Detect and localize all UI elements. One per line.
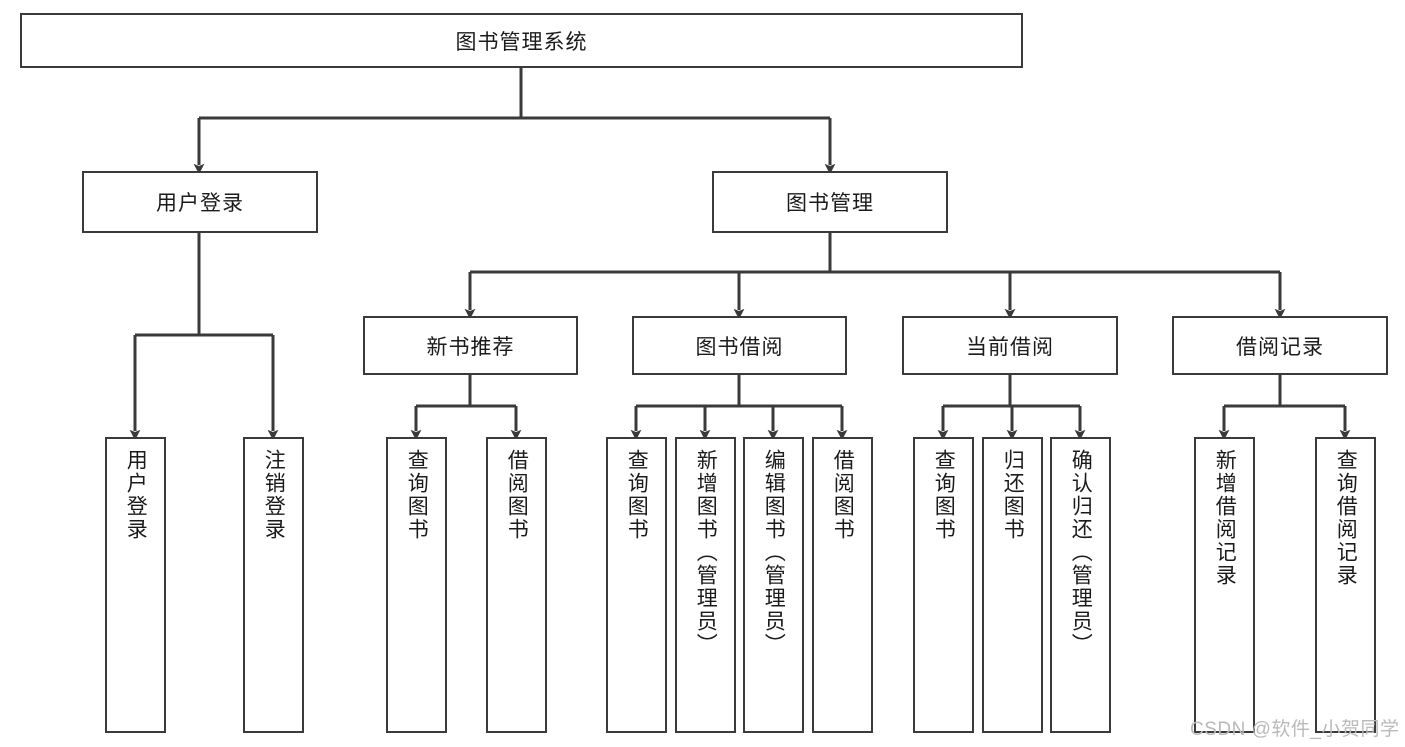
node-book-manage[interactable]: 图书管理 [712, 171, 948, 233]
node-new-book-recommend-label: 新书推荐 [426, 335, 515, 359]
node-borrow-record[interactable]: 借阅记录 [1172, 316, 1388, 375]
node-leaf-add-book-label: 新增图书（管理员） [694, 449, 718, 656]
node-leaf-return-book[interactable]: 归还图书 [982, 437, 1043, 733]
node-leaf-query-borrow-record-label: 查询借阅记录 [1334, 449, 1358, 587]
node-leaf-borrow-book-recommend-label: 借阅图书 [505, 449, 529, 541]
node-root[interactable]: 图书管理系统 [20, 13, 1023, 68]
node-leaf-query-book-borrow-label: 查询图书 [625, 449, 649, 541]
node-leaf-return-book-label: 归还图书 [1001, 449, 1025, 541]
node-leaf-borrow-book[interactable]: 借阅图书 [812, 437, 873, 733]
node-leaf-borrow-book-recommend[interactable]: 借阅图书 [486, 437, 547, 733]
node-leaf-query-book-recommend[interactable]: 查询图书 [386, 437, 447, 733]
node-book-borrow[interactable]: 图书借阅 [632, 316, 847, 375]
node-leaf-logout-label: 注销登录 [262, 449, 286, 541]
node-leaf-query-borrow-record[interactable]: 查询借阅记录 [1315, 437, 1376, 733]
node-leaf-add-borrow-record-label: 新增借阅记录 [1213, 449, 1237, 587]
node-leaf-confirm-return-label: 确认归还（管理员） [1069, 449, 1093, 656]
node-leaf-query-book-recommend-label: 查询图书 [405, 449, 429, 541]
node-leaf-query-book-current-label: 查询图书 [932, 449, 956, 541]
node-borrow-record-label: 借阅记录 [1236, 335, 1324, 359]
csdn-watermark: CSDN @软件_小贺同学 [1190, 719, 1400, 740]
node-leaf-edit-book-label: 编辑图书（管理员） [762, 449, 786, 656]
node-leaf-borrow-book-label: 借阅图书 [831, 449, 855, 541]
node-current-borrow-label: 当前借阅 [966, 335, 1054, 359]
node-root-label: 图书管理系统 [455, 30, 588, 54]
node-book-manage-label: 图书管理 [786, 192, 874, 215]
node-leaf-add-borrow-record[interactable]: 新增借阅记录 [1194, 437, 1255, 733]
node-book-borrow-label: 图书借阅 [695, 335, 784, 359]
node-leaf-user-login[interactable]: 用户登录 [105, 437, 166, 733]
node-leaf-user-login-label: 用户登录 [124, 449, 148, 541]
node-leaf-query-book-borrow[interactable]: 查询图书 [606, 437, 667, 733]
node-leaf-query-book-current[interactable]: 查询图书 [913, 437, 974, 733]
node-user-login-label: 用户登录 [156, 192, 244, 215]
node-new-book-recommend[interactable]: 新书推荐 [363, 316, 578, 375]
node-current-borrow[interactable]: 当前借阅 [902, 316, 1118, 375]
node-user-login[interactable]: 用户登录 [82, 171, 318, 233]
node-leaf-edit-book[interactable]: 编辑图书（管理员） [743, 437, 804, 733]
node-leaf-add-book[interactable]: 新增图书（管理员） [675, 437, 736, 733]
node-leaf-logout[interactable]: 注销登录 [243, 437, 304, 733]
node-leaf-confirm-return[interactable]: 确认归还（管理员） [1050, 437, 1111, 733]
